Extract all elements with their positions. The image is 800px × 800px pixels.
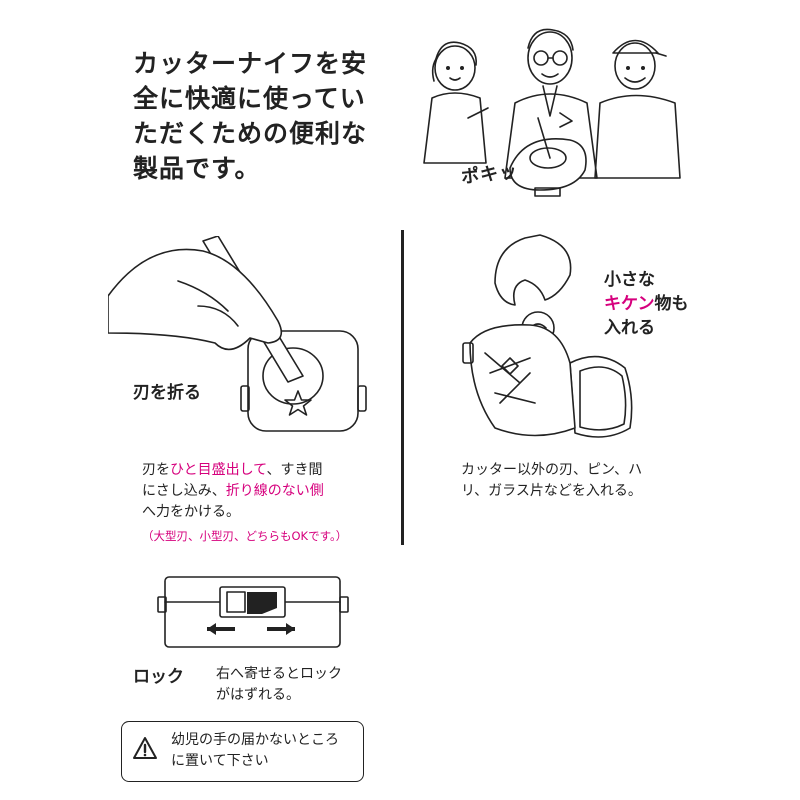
headline-line-2: 全に快適に使ってい bbox=[133, 84, 366, 113]
lock-desc-line-1: 右へ寄せるとロック bbox=[216, 666, 342, 682]
break-desc-line-1: 刃をひと目盛出して、すき間 bbox=[142, 462, 323, 478]
people-illustration bbox=[423, 28, 681, 197]
headline-line-3: ただくための便利な bbox=[133, 119, 368, 148]
highlight-no-fold-side: 折り線のない側 bbox=[225, 483, 324, 499]
highlight-one-segment: ひと目盛出して bbox=[170, 462, 267, 478]
small-dangerous-items-callout: 小さな キケン物も 入れる bbox=[604, 270, 689, 338]
column-divider bbox=[401, 230, 404, 545]
items-desc-line-2: リ、ガラス片などを入れる。 bbox=[461, 483, 642, 499]
warning-box: 幼児の手の届かないところ に置いて下さい bbox=[121, 721, 364, 782]
items-desc-line-1: カッター以外の刃、ピン、ハ bbox=[461, 462, 643, 478]
blade-size-note: （大型刃、小型刃、どちらもOKです。） bbox=[142, 529, 348, 543]
break-desc-line-2: にさし込み、折り線のない側 bbox=[142, 483, 324, 499]
open-case-illustration bbox=[462, 234, 633, 438]
warning-text: 幼児の手の届かないところ に置いて下さい bbox=[171, 730, 339, 772]
headline-line-1: カッターナイフを安 bbox=[133, 49, 368, 78]
lock-description: 右へ寄せるとロック がはずれる。 bbox=[216, 664, 342, 706]
warning-triangle-icon bbox=[133, 737, 157, 759]
blade-breaking-illustration bbox=[108, 236, 367, 432]
warning-line-1: 幼児の手の届かないところ bbox=[171, 732, 339, 748]
break-blade-label: 刃を折る bbox=[133, 383, 201, 403]
headline: カッターナイフを安 全に快適に使ってい ただくための便利な 製品です。 bbox=[133, 46, 393, 186]
headline-line-4: 製品です。 bbox=[133, 154, 261, 183]
highlight-kiken: キケン bbox=[604, 294, 655, 314]
items-description: カッター以外の刃、ピン、ハ リ、ガラス片などを入れる。 bbox=[461, 460, 642, 502]
lock-label: ロック bbox=[133, 667, 184, 687]
lock-desc-line-2: がはずれる。 bbox=[216, 687, 300, 703]
lock-mechanism-illustration bbox=[157, 576, 349, 648]
break-blade-description: 刃をひと目盛出して、すき間 にさし込み、折り線のない側 へ力をかける。 bbox=[142, 460, 324, 523]
warning-line-2: に置いて下さい bbox=[171, 753, 269, 769]
break-desc-line-3: へ力をかける。 bbox=[142, 504, 240, 520]
